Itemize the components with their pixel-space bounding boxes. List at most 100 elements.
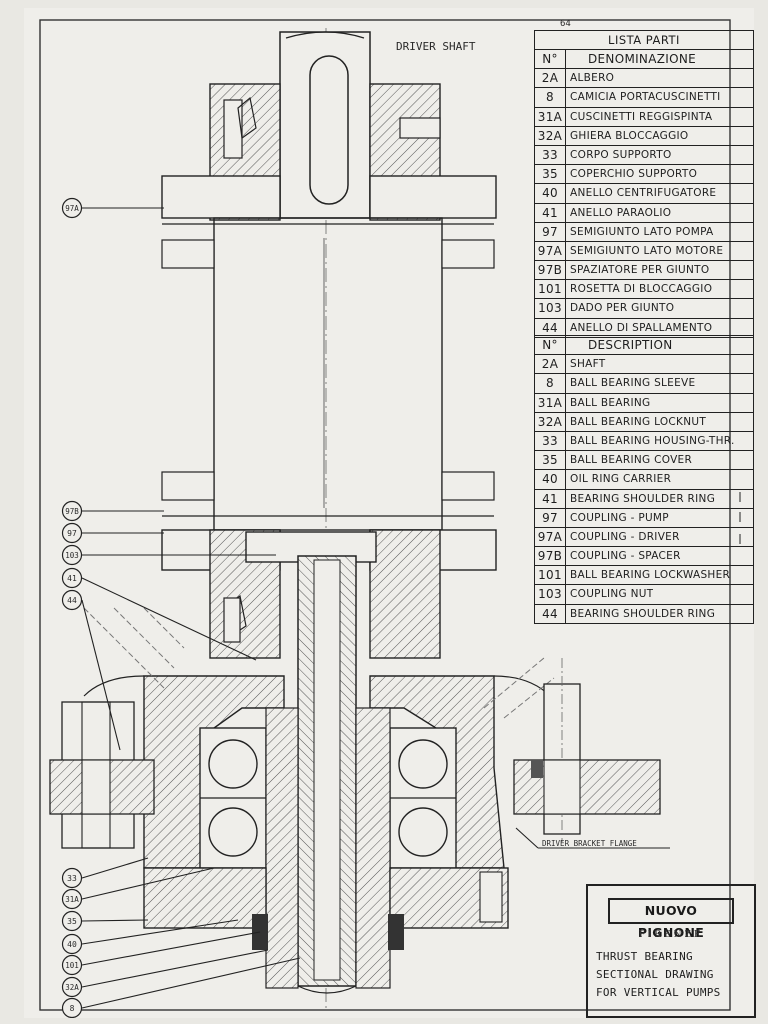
sectional-drawing: DRIVER SHAFT DRIVER BRACKET FLANGE 64 97… <box>39 19 741 1018</box>
svg-text:32A: 32A <box>65 983 79 992</box>
svg-text:31A: 31A <box>65 895 79 904</box>
ball-bearings <box>199 727 457 869</box>
part-name: COUPLING - PUMP <box>570 511 669 524</box>
sheet-border <box>39 19 731 1011</box>
svg-text:40: 40 <box>67 940 77 949</box>
part-name: SHAFT <box>570 358 606 371</box>
part-number: 103 <box>535 585 566 604</box>
part-number: 44 <box>535 604 566 623</box>
balloon-41: 41 <box>61 567 83 589</box>
part-number: 8 <box>535 374 566 393</box>
parts-row: 97A SEMIGIUNTO LATO MOTORE <box>534 241 754 262</box>
svg-text:101: 101 <box>65 961 79 970</box>
balloons <box>81 207 670 1009</box>
part-number: 97B <box>535 547 566 566</box>
part-name: SEMIGIUNTO LATO MOTORE <box>570 244 724 257</box>
part-number: 40 <box>535 184 566 203</box>
driver-shaft-label: DRIVER SHAFT <box>396 40 476 53</box>
svg-text:97A: 97A <box>65 204 79 213</box>
part-name: SEMIGIUNTO LATO POMPA <box>570 225 714 238</box>
part-number: 35 <box>535 165 566 184</box>
part-name: CAMICIA PORTACUSCINETTI <box>570 91 721 104</box>
svg-text:35: 35 <box>67 917 77 926</box>
pump-shaft <box>297 555 357 994</box>
part-name: BEARING SHOULDER RING <box>570 607 716 620</box>
balloon-31A: 31A <box>61 888 83 910</box>
part-number: 44 <box>535 318 566 337</box>
part-name: BALL BEARING <box>570 396 651 409</box>
part-name: ANELLO CENTRIFUGATORE <box>570 187 717 200</box>
part-number: 33 <box>535 431 566 451</box>
parts-row: 31A CUSCINETTI REGGISPINTA <box>534 107 754 127</box>
flange-label: DRIVER BRACKET FLANGE <box>542 839 637 848</box>
part-number: 101 <box>535 280 566 299</box>
part-name: BALL BEARING COVER <box>570 454 693 467</box>
sleeve-cover <box>143 707 509 989</box>
svg-text:8: 8 <box>70 1004 75 1013</box>
parts-row: 40 ANELLO CENTRIFUGATORE <box>534 184 754 204</box>
drawing-sheet: DRIVER SHAFT DRIVER BRACKET FLANGE 64 97… <box>24 8 756 1018</box>
part-number: 8 <box>535 88 566 107</box>
driver-shaft <box>279 31 371 219</box>
part-number: 103 <box>535 299 566 318</box>
parts-row: 44 BEARING SHOULDER RING <box>534 604 754 624</box>
parts-row: 97 COUPLING - PUMP <box>534 508 754 528</box>
part-number: 41 <box>535 203 566 222</box>
upper-coupling <box>161 83 497 221</box>
part-name: ANELLO DI SPALLAMENTO <box>570 321 713 334</box>
part-number: 101 <box>535 566 566 585</box>
parts-list-header: N° DENOMINAZIONE <box>534 49 754 70</box>
svg-text:97: 97 <box>67 529 77 538</box>
part-number: 2A <box>535 355 566 374</box>
balloon-103: 103 <box>61 544 83 566</box>
balloon-8: 8 <box>61 997 83 1018</box>
parts-row: 35 BALL BEARING COVER <box>534 451 754 471</box>
parts-row: 8 CAMICIA PORTACUSCINETTI <box>534 88 754 108</box>
part-number: 35 <box>535 451 566 470</box>
top-mark: 64 <box>560 19 571 29</box>
part-number: 40 <box>535 470 566 489</box>
balloon-32A: 32A <box>61 976 83 998</box>
svg-text:97B: 97B <box>65 507 79 516</box>
balloon-97B: 97B <box>61 500 83 522</box>
title-block: NUOVO PIGNONE FIRENZE THRUST BEARING SEC… <box>586 884 756 1018</box>
part-name: OIL RING CARRIER <box>570 473 672 486</box>
part-number: 32A <box>535 412 566 431</box>
part-number: 97A <box>535 241 566 261</box>
company-city: FIRENZE <box>638 930 704 940</box>
parts-row: 44 ANELLO DI SPALLAMENTO <box>534 318 754 338</box>
parts-list-header: N° DESCRIPTION <box>534 335 754 356</box>
part-number: 2A <box>535 69 566 88</box>
part-name: GHIERA BLOCCAGGIO <box>570 129 689 142</box>
balloon-97A: 97A <box>61 197 83 219</box>
part-number: 41 <box>535 489 566 508</box>
balloon-97: 97 <box>61 522 83 544</box>
svg-text:44: 44 <box>67 596 77 605</box>
balloon-33: 33 <box>61 867 83 889</box>
part-number: 97 <box>535 508 566 527</box>
title-line-3: FOR VERTICAL PUMPS <box>596 986 721 999</box>
left-bolt <box>49 701 155 849</box>
part-name: COPERCHIO SUPPORTO <box>570 168 698 181</box>
part-number: 32A <box>535 126 566 145</box>
part-number: 33 <box>535 145 566 165</box>
part-name: CUSCINETTI REGGISPINTA <box>570 110 713 123</box>
balloon-44: 44 <box>61 589 83 611</box>
part-number: 31A <box>535 107 566 126</box>
balloon-35: 35 <box>61 910 83 932</box>
